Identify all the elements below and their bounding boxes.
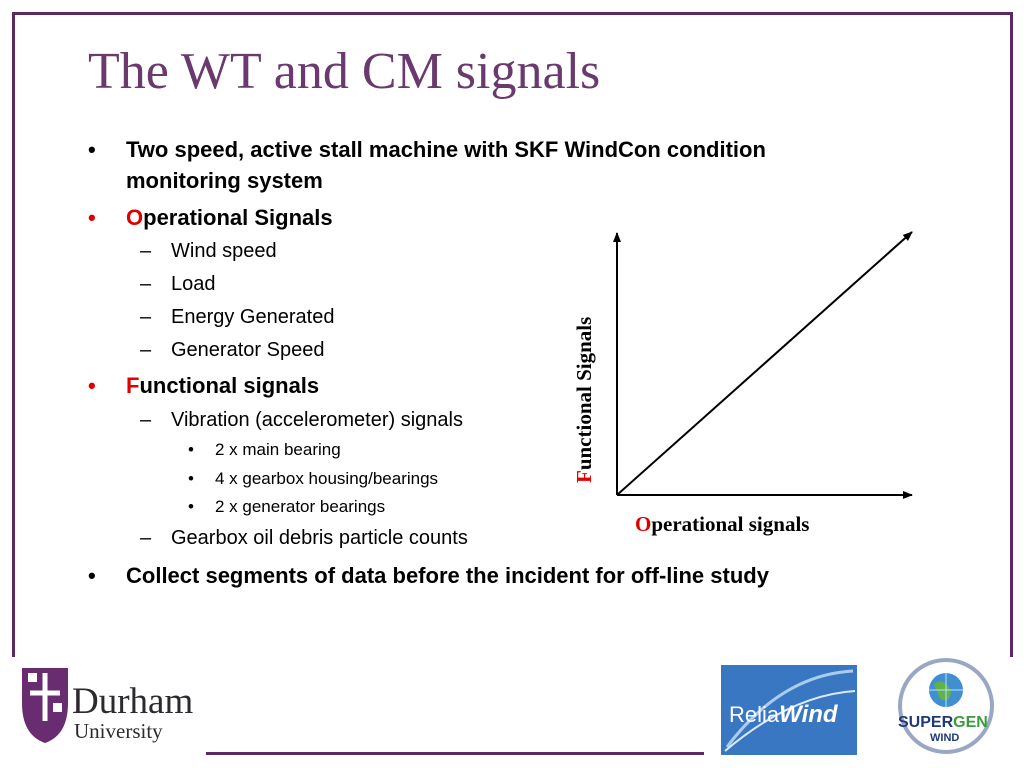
bullet-dot: •	[88, 563, 96, 588]
reliawind-wordmark-relia: Relia	[729, 702, 780, 727]
operational-item: Load	[171, 273, 216, 295]
dash-marker: –	[140, 339, 152, 361]
vibration-sub-item: 2 x main bearing	[215, 440, 341, 459]
operational-heading: perational Signals	[143, 205, 333, 230]
vibration-sub-item: 4 x gearbox housing/bearings	[215, 469, 439, 488]
durham-crest-icon	[22, 668, 68, 743]
supergen-wordmark: SUPERGEN	[898, 714, 988, 732]
bullet-dot: •	[188, 497, 194, 516]
reliawind-wordmark: ReliaWind	[729, 701, 838, 729]
operational-item: Energy Generated	[171, 306, 335, 328]
operational-item: Generator Speed	[171, 339, 325, 361]
oil-debris-item: Gearbox oil debris particle counts	[171, 527, 468, 549]
bullet-dot: •	[188, 469, 194, 488]
dash-marker: –	[140, 527, 152, 549]
slide-frame-left	[12, 12, 15, 657]
x-axis-label-text: perational signals	[651, 512, 810, 536]
bullet-machine-text: Two speed, active stall machine with SKF…	[126, 137, 766, 193]
vibration-item: Vibration (accelerometer) signals	[171, 409, 463, 431]
durham-subtitle: University	[74, 719, 163, 743]
functional-heading: unctional signals	[139, 373, 320, 398]
durham-university-logo: Durham University	[20, 663, 210, 745]
durham-wordmark: Durham	[72, 681, 194, 722]
x-axis-label-initial: O	[635, 512, 652, 536]
dash-marker: –	[140, 409, 152, 431]
dash-marker: –	[140, 273, 152, 295]
slide-frame-top	[12, 12, 1012, 15]
slide-title: The WT and CM signals	[88, 43, 601, 100]
functional-initial: F	[126, 373, 140, 398]
supergen-wind-logo: SUPERGEN WIND	[884, 656, 1008, 756]
diagram-axes	[613, 231, 913, 499]
bullet-dot: •	[88, 205, 96, 230]
supergen-wordmark-super: SUPER	[898, 714, 954, 731]
x-axis-label: Operational signals	[635, 512, 809, 537]
bullet-dot: •	[88, 137, 96, 162]
reliawind-swoosh-icon	[724, 669, 856, 752]
dash-marker: –	[140, 306, 152, 328]
y-axis-label-text: unctional Signals	[572, 316, 596, 471]
bullet-dot: •	[188, 440, 194, 459]
reliawind-wordmark-wind: Wind	[779, 701, 838, 728]
reliawind-logo: ReliaWind	[721, 665, 857, 755]
y-axis-label-initial: F	[572, 470, 596, 483]
vibration-sub-item: 2 x generator bearings	[215, 497, 386, 516]
relationship-line	[616, 231, 913, 496]
y-axis-label: Functional Signals	[572, 317, 597, 483]
supergen-globe-icon	[898, 658, 994, 754]
bullet-dot: •	[88, 373, 96, 398]
slide-frame-right	[1010, 12, 1013, 657]
slide-frame-bottom	[206, 752, 704, 755]
operational-item: Wind speed	[171, 240, 277, 262]
dash-marker: –	[140, 240, 152, 262]
operational-initial: O	[126, 205, 144, 230]
signals-diagram: Functional Signals Operational signals	[560, 225, 940, 555]
bullet-collect-text: Collect segments of data before the inci…	[126, 563, 769, 588]
supergen-wind-word: WIND	[930, 732, 960, 744]
supergen-wordmark-gen: GEN	[953, 714, 988, 731]
